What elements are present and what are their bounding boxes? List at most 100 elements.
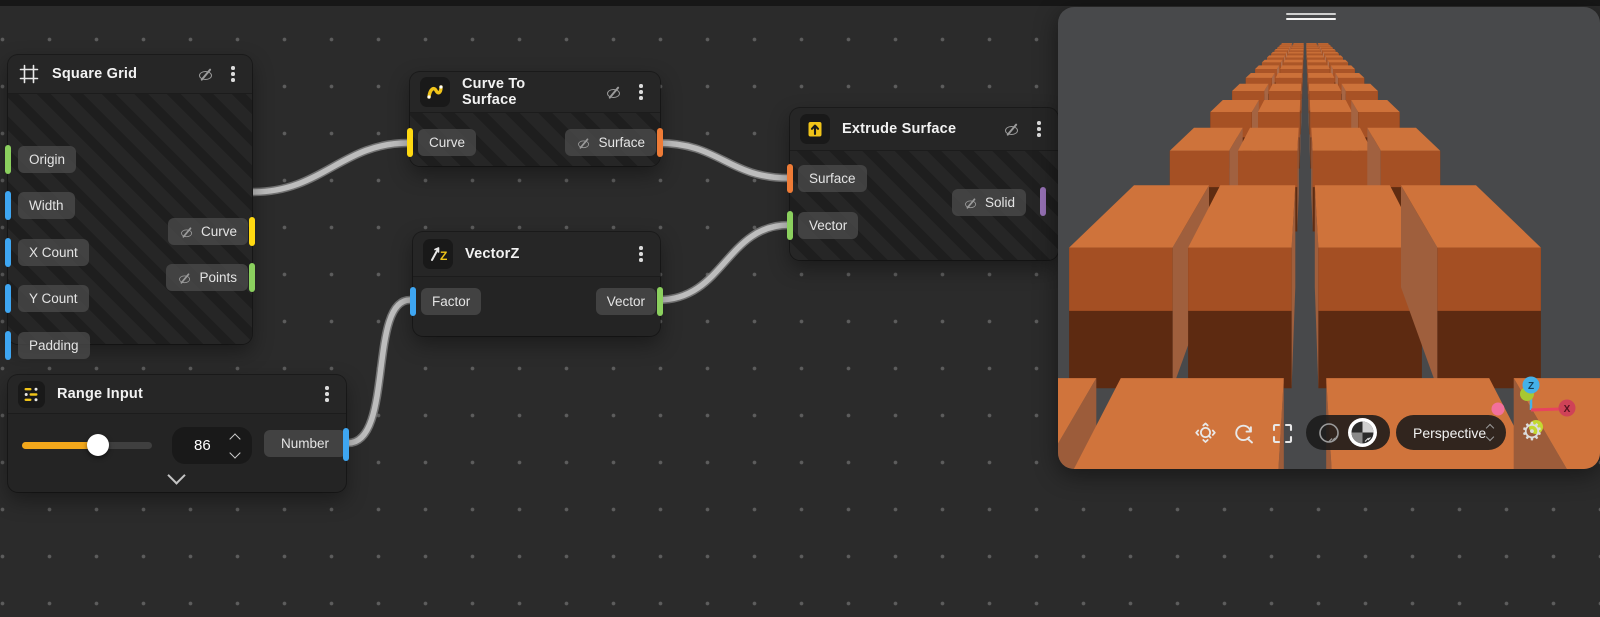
range-slider-fill [22, 442, 100, 449]
increment-button[interactable] [229, 432, 241, 445]
port-curve-out[interactable] [249, 217, 255, 246]
zoom-extents-button[interactable] [1230, 420, 1256, 446]
svg-text:Z: Z [1528, 381, 1534, 392]
node-extrude-surface[interactable]: Extrude Surface Surface Vector Solid [787, 108, 1058, 260]
port-vector-in[interactable] [787, 211, 793, 240]
port-label: Y Count [29, 291, 78, 306]
port-label: Number [280, 436, 329, 451]
output-pill-vector[interactable]: Vector [595, 288, 656, 315]
panel-drag-handle[interactable] [1286, 13, 1336, 23]
output-pill-number[interactable]: Number [264, 430, 346, 457]
port-curve-in[interactable] [407, 128, 413, 157]
port-width[interactable] [5, 191, 11, 220]
wire-number-to-factor[interactable] [347, 295, 411, 448]
shading-mode-toggle[interactable] [1306, 415, 1390, 450]
port-padding[interactable] [5, 331, 11, 360]
port-label: Curve [200, 224, 237, 239]
node-menu-button[interactable] [634, 84, 648, 100]
visibility-off-icon[interactable] [578, 136, 592, 150]
node-extrude-surface-header[interactable]: Extrude Surface [790, 108, 1058, 151]
shaded-mode-icon[interactable] [1347, 417, 1378, 448]
wire-vector-to-extrude[interactable] [657, 220, 790, 305]
expand-chevron[interactable] [167, 466, 186, 485]
input-pill-factor[interactable]: Factor [421, 288, 482, 315]
node-square-grid-header[interactable]: Square Grid [8, 55, 252, 94]
visibility-off-icon[interactable] [180, 225, 194, 239]
port-label: Factor [432, 294, 471, 309]
visibility-off-icon[interactable] [198, 66, 214, 82]
wireframe-mode-icon[interactable] [1316, 420, 1342, 446]
port-number-out[interactable] [343, 428, 349, 461]
wire-surface-to-extrude[interactable] [657, 138, 790, 183]
input-pill-curve[interactable]: Curve [418, 129, 477, 156]
node-body: Origin Width X Count Y Count Padding Cur… [5, 94, 255, 360]
visibility-off-icon[interactable] [964, 196, 978, 210]
node-menu-button[interactable] [1032, 121, 1046, 137]
node-title: Square Grid [52, 66, 138, 82]
visibility-off-icon[interactable] [606, 84, 622, 100]
node-curve-to-surface-header[interactable]: Curve To Surface [410, 72, 660, 113]
port-solid-out[interactable] [1040, 187, 1046, 216]
port-factor-in[interactable] [410, 287, 416, 316]
port-x-count[interactable] [5, 238, 11, 267]
gear-icon: ⚙ [1520, 417, 1544, 446]
range-slider-knob[interactable] [87, 434, 109, 456]
value-stepper[interactable]: 86 [172, 427, 252, 464]
camera-mode-dropdown[interactable]: Perspective [1396, 415, 1506, 450]
input-pill-vector[interactable]: Vector [798, 212, 859, 239]
viewport-3d[interactable]: Z X [1058, 7, 1600, 469]
input-pill-y-count[interactable]: Y Count [18, 285, 89, 312]
node-menu-button[interactable] [226, 66, 240, 82]
node-menu-button[interactable] [320, 386, 334, 402]
node-curve-to-surface[interactable]: Curve To Surface Curve Surface [407, 72, 663, 166]
port-origin[interactable] [5, 145, 11, 174]
node-range-input[interactable]: Range Input 86 Number [8, 375, 349, 493]
output-pill-curve[interactable]: Curve [167, 218, 248, 245]
port-label: Width [29, 198, 64, 213]
grid-icon [19, 64, 39, 84]
input-pill-width[interactable]: Width [18, 192, 75, 219]
node-range-input-header[interactable]: Range Input [8, 375, 346, 414]
input-pill-x-count[interactable]: X Count [18, 239, 89, 266]
extrude-icon [800, 114, 830, 144]
gizmo-x-ball[interactable] [1558, 399, 1576, 417]
port-surface-out[interactable] [657, 128, 663, 157]
input-pill-surface[interactable]: Surface [798, 165, 867, 192]
node-vector-z-header[interactable]: Z VectorZ [413, 232, 660, 277]
port-y-count[interactable] [5, 284, 11, 313]
axis-gizmo[interactable]: Z X [1458, 352, 1598, 452]
zoom-to-cursor-button[interactable] [1192, 420, 1218, 446]
wire-curve-to-curvetosurface[interactable] [252, 138, 409, 197]
node-vector-z[interactable]: Z VectorZ Factor Vector [410, 232, 663, 336]
port-label: Curve [429, 135, 466, 150]
port-label: Surface [598, 135, 645, 150]
decrement-button[interactable] [229, 446, 241, 459]
node-menu-button[interactable] [634, 246, 648, 262]
port-points-out[interactable] [249, 263, 255, 292]
visibility-off-icon[interactable] [1004, 121, 1020, 137]
port-label: X Count [29, 245, 78, 260]
port-label: Solid [985, 195, 1016, 210]
gizmo-neg-y-ball[interactable] [1529, 420, 1543, 434]
value-input[interactable]: 86 [194, 437, 211, 454]
node-body: Surface Vector Solid [787, 151, 1058, 260]
output-pill-surface[interactable]: Surface [565, 129, 656, 156]
node-title: Curve To Surface [462, 76, 526, 108]
camera-mode-label: Perspective [1413, 424, 1487, 441]
gizmo-neg-x-ball[interactable] [1491, 402, 1505, 416]
port-surface-in[interactable] [787, 164, 793, 193]
input-pill-padding[interactable]: Padding [18, 332, 90, 359]
node-square-grid[interactable]: Square Grid Origin Width X Count Y Count… [5, 55, 255, 360]
fullscreen-button[interactable] [1269, 420, 1295, 446]
curve-icon [420, 77, 450, 107]
sliders-icon [18, 380, 45, 408]
node-body: 86 Number [8, 414, 349, 493]
input-pill-origin[interactable]: Origin [18, 146, 77, 173]
output-pill-points[interactable]: Points [166, 264, 248, 291]
port-vector-out[interactable] [657, 287, 663, 316]
visibility-off-icon[interactable] [179, 271, 193, 285]
settings-gear-button[interactable]: ⚙ [1519, 419, 1545, 445]
gizmo-z-ball[interactable] [1522, 376, 1540, 394]
output-pill-solid[interactable]: Solid [952, 189, 1027, 216]
